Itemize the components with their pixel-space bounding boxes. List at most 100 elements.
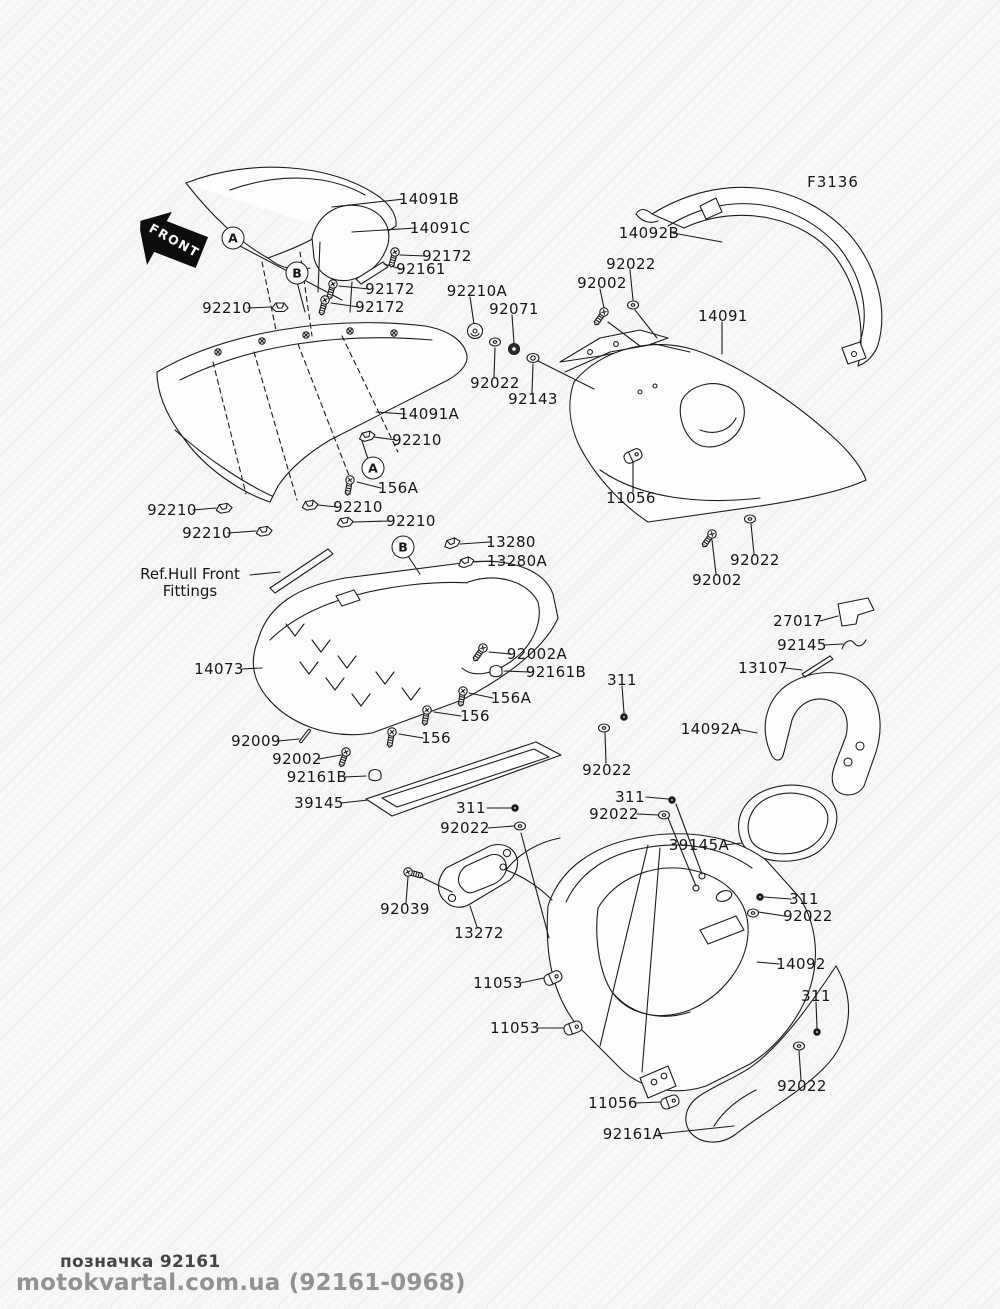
bolt-icon (402, 866, 425, 881)
watermark-site: motokvartal.com.ua (92161-0968) (16, 1270, 466, 1296)
part-label-14091B: 14091B (398, 190, 460, 208)
part-label-92022: 92022 (589, 805, 639, 823)
part-label-92022: 92022 (783, 907, 833, 925)
nut-icon (507, 342, 521, 356)
pin-icon (298, 728, 312, 744)
part-label-156A: 156A (377, 479, 419, 497)
part-label-156: 156 (460, 707, 490, 725)
part-label-39145A: 39145A (668, 836, 730, 854)
part-gasket-13272 (437, 843, 519, 908)
front-arrow-graphic: FRONT (140, 211, 209, 269)
clip-icon (442, 535, 462, 551)
part-label-14092: 14092 (776, 955, 826, 973)
callout-a: A (361, 456, 385, 480)
part-label-92022: 92022 (470, 374, 520, 392)
part-label-11053: 11053 (473, 974, 523, 992)
part-label-92210: 92210 (202, 299, 252, 317)
damper-cap-icon (489, 664, 503, 678)
clip-icon (271, 302, 289, 313)
part-label-92022: 92022 (777, 1077, 827, 1095)
part-label-92022: 92022 (582, 761, 632, 779)
part-label-92161A: 92161A (602, 1125, 664, 1143)
part-label-92210: 92210 (386, 512, 436, 530)
part-label-13280: 13280 (486, 533, 536, 551)
callout-a: A (221, 226, 245, 250)
part-label-92002: 92002 (692, 571, 742, 589)
part-label-11053: 11053 (490, 1019, 540, 1037)
part-label-311: 311 (615, 788, 645, 806)
part-label-13107: 13107 (738, 659, 788, 677)
front-arrow: FRONT (138, 192, 230, 278)
part-label-311: 311 (607, 671, 637, 689)
part-label-92210: 92210 (182, 524, 232, 542)
part-label-92022: 92022 (440, 819, 490, 837)
washer-icon (792, 1041, 806, 1051)
nut-icon (526, 352, 540, 364)
part-label-311: 311 (789, 890, 819, 908)
part-label-92143: 92143 (508, 390, 558, 408)
washer-icon (488, 337, 502, 347)
part-label-11056: 11056 (606, 489, 656, 507)
part-label-13272: 13272 (454, 924, 504, 942)
damper-cap-icon (368, 768, 382, 782)
part-label-11056: 11056 (588, 1094, 638, 1112)
part-label-92039: 92039 (380, 900, 430, 918)
part-label-14073: 14073 (194, 660, 244, 678)
part-label-92210A: 92210A (446, 282, 508, 300)
part-label-92002: 92002 (577, 274, 627, 292)
part-label-92172: 92172 (422, 247, 472, 265)
part-label-14091A: 14091A (398, 405, 460, 423)
figure-code: F3136 (807, 173, 859, 191)
part-latch-27017 (837, 597, 875, 627)
part-label-156A: 156A (490, 689, 532, 707)
rivet-icon (756, 893, 764, 901)
part-label-92210: 92210 (392, 431, 442, 449)
part-fitting-14073 (252, 560, 559, 736)
part-label-14092A: 14092A (680, 720, 742, 738)
part-cover-92161A (685, 965, 849, 1143)
ref-note-line2: Fittings (162, 582, 218, 600)
rivet-icon (511, 804, 519, 812)
bolt-icon (336, 746, 352, 769)
part-label-92071: 92071 (489, 300, 539, 318)
part-label-92161B: 92161B (525, 663, 587, 681)
part-label-92161B: 92161B (286, 768, 348, 786)
part-seal-39145A (738, 784, 838, 862)
screw-icon (384, 726, 398, 749)
part-label-311: 311 (456, 799, 486, 817)
clip-icon (300, 499, 320, 512)
clip-icon (214, 502, 234, 515)
part-deck-14091A (156, 322, 468, 503)
clip-icon (254, 525, 274, 538)
rivet-icon (813, 1028, 821, 1036)
part-label-92002: 92002 (272, 750, 322, 768)
washer-icon (513, 821, 527, 831)
part-label-14091: 14091 (698, 307, 748, 325)
part-handle-14092A (764, 672, 881, 796)
part-ref-strip (269, 548, 334, 594)
rivet-icon (668, 796, 676, 804)
washer-icon (746, 908, 760, 918)
part-bin-14092 (499, 833, 816, 1099)
part-label-156: 156 (421, 729, 451, 747)
part-label-14092B: 14092B (618, 224, 680, 242)
grommet-icon (466, 322, 484, 340)
part-pin-13107 (801, 655, 834, 678)
part-strip-92161 (355, 261, 389, 285)
leader-lines (192, 198, 844, 1135)
rivet-icon (620, 713, 628, 721)
ref-note-line1: Ref.Hull Front (140, 565, 240, 583)
part-label-13280A: 13280A (486, 552, 548, 570)
bolt-icon (591, 305, 611, 328)
part-spring-92145 (841, 639, 867, 650)
clip-icon (357, 429, 377, 443)
part-label-92022: 92022 (606, 255, 656, 273)
ref-note: Ref.Hull Front Fittings (140, 566, 240, 600)
part-label-92210: 92210 (333, 498, 383, 516)
part-seal-39145 (365, 741, 562, 817)
part-label-92009: 92009 (231, 732, 281, 750)
part-label-92145: 92145 (777, 636, 827, 654)
screw-icon (316, 294, 331, 317)
